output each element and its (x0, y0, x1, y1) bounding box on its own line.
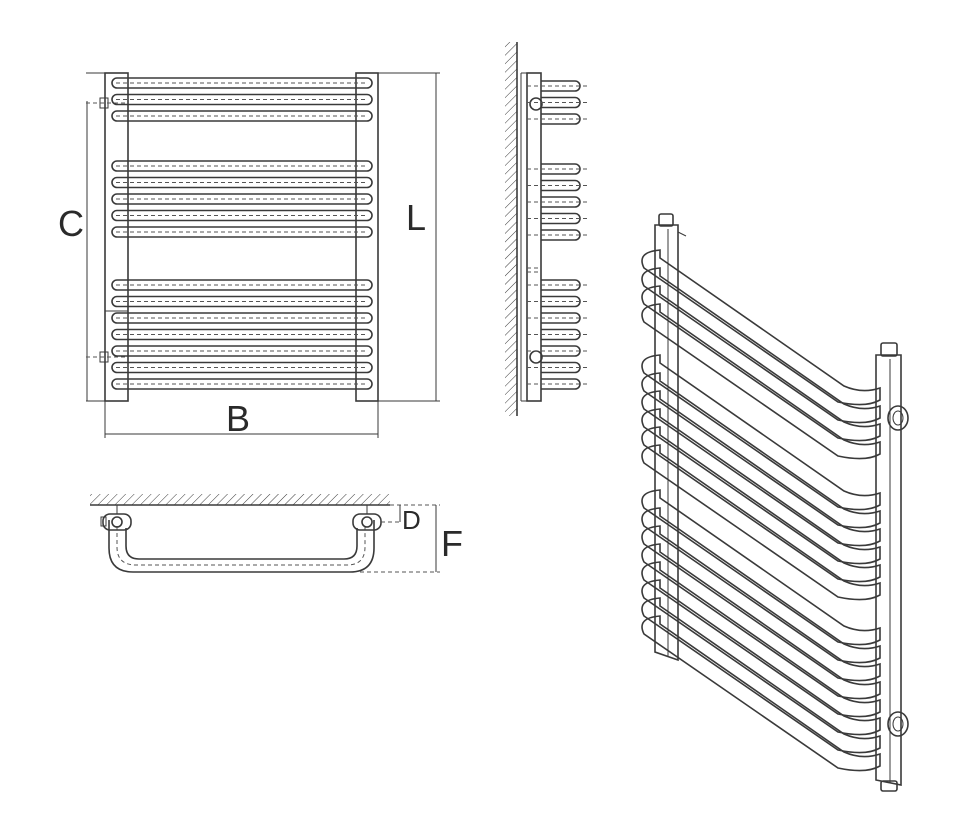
iso-tube (641, 561, 881, 718)
front-tube (111, 279, 373, 291)
side-tubes (527, 80, 590, 390)
front-tube (111, 295, 373, 308)
iso-tube (641, 408, 881, 565)
side-tube (527, 328, 590, 341)
side-tube (527, 345, 590, 357)
label-f: F (441, 523, 463, 564)
front-tube (111, 312, 373, 324)
front-tube (111, 176, 373, 189)
top-view: D F (90, 494, 463, 573)
iso-connection-bottom (887, 711, 909, 737)
front-tube (111, 361, 373, 374)
front-tube (111, 328, 373, 341)
iso-left-collector (654, 224, 679, 662)
top-u-tube-outer (108, 520, 375, 573)
side-tube (527, 229, 590, 241)
side-tube (527, 361, 590, 374)
label-b: B (226, 398, 250, 439)
front-tube (111, 110, 373, 122)
iso-tube (641, 525, 881, 682)
side-tube (527, 196, 590, 208)
front-tube (111, 160, 373, 172)
iso-tube (641, 426, 881, 583)
iso-tube (641, 303, 881, 460)
iso-tube (641, 390, 881, 547)
front-tube (111, 345, 373, 357)
side-collector (526, 72, 542, 402)
side-tube (527, 179, 590, 192)
side-tube (527, 279, 590, 291)
iso-right-collector (875, 354, 902, 786)
iso-tube (641, 615, 881, 772)
side-tube (527, 80, 590, 92)
side-connection-top (529, 97, 543, 111)
side-tube (527, 163, 590, 175)
side-tube (527, 212, 590, 225)
iso-tube (641, 354, 881, 511)
front-tube (111, 93, 373, 106)
label-d: D (402, 505, 421, 535)
wall-hatch-vertical (505, 42, 517, 416)
front-tube (111, 378, 373, 390)
iso-connection-top (887, 405, 909, 431)
top-u-tube-inner (125, 528, 358, 560)
iso-tube (641, 579, 881, 736)
iso-tube (641, 285, 881, 442)
side-tube (527, 295, 590, 308)
side-tube (527, 96, 590, 109)
front-tube (111, 77, 373, 89)
iso-tube (641, 372, 881, 529)
front-tube (111, 209, 373, 222)
label-c: C (58, 203, 84, 244)
iso-tube (641, 267, 881, 424)
front-tube (111, 226, 373, 238)
iso-tube (641, 543, 881, 700)
iso-tube (641, 507, 881, 664)
iso-tube (641, 249, 881, 406)
side-tube (527, 113, 590, 125)
label-l: L (406, 197, 426, 238)
side-tube (527, 378, 590, 390)
iso-tube (641, 489, 881, 646)
front-tube (111, 193, 373, 205)
side-view (505, 42, 590, 416)
iso-tube (641, 444, 881, 601)
front-tubes (111, 77, 373, 390)
iso-tube (641, 597, 881, 754)
wall-hatch-horizontal (90, 494, 390, 505)
front-view: C L B (58, 72, 440, 439)
side-tube (527, 312, 590, 324)
isometric-view (641, 213, 909, 792)
iso-tubes (641, 249, 881, 772)
